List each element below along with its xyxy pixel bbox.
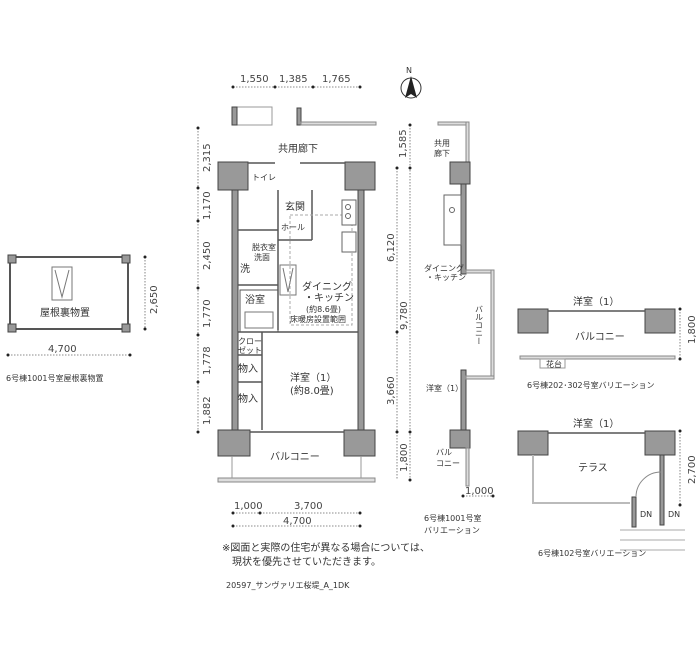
room-label-balcony-side: バルコニー [475, 305, 484, 345]
room-label-closet-2: ゼット [238, 345, 262, 355]
dim-label: 1,778 [202, 346, 213, 375]
stairs-down-label-2: DN [668, 510, 680, 519]
room-label-washroom: 脱衣室 [252, 242, 276, 252]
variation-caption: 6号棟1001号室 [424, 513, 481, 523]
room-label-toilet: トイレ [252, 173, 276, 182]
dim-label: 1,385 [279, 74, 308, 85]
disclaimer-note: ※図面と実際の住宅が異なる場合については、 [222, 541, 430, 554]
disclaimer-note-2: 現状を優先させていただきます。 [232, 555, 381, 568]
room-label-storage: 物入 [238, 392, 258, 405]
room-label-bath: 浴室 [245, 293, 265, 306]
dim-label: 3,700 [294, 501, 323, 512]
dim-label: 1,170 [202, 191, 213, 220]
dim-label: 2,700 [687, 455, 698, 484]
left-dimensions: 2,315 1,170 2,450 1,770 1,778 1,882 [196, 126, 213, 434]
room-label-dk-2: ・キッチン [304, 292, 354, 304]
room-label-balcony: バルコニー [270, 451, 320, 463]
dim-label: 2,315 [202, 143, 213, 172]
room-label-balcony: バルコニー [575, 331, 625, 343]
stairs-down-label: DN [640, 510, 652, 519]
room-label-balcony: バル [436, 448, 452, 457]
north-label: N [406, 66, 412, 75]
dim-label: 1,770 [202, 299, 213, 328]
room-label-dk: ダイニング [424, 263, 464, 273]
dim-label: 2,650 [149, 285, 160, 314]
variation-202-302: 洋室（1） バルコニー 花台 1,800 6号棟202･302号室バリエーション [517, 295, 698, 390]
room-label-corridor-2: 廊下 [434, 148, 450, 158]
variation-102: 洋室（1） テラス DN DN 2,700 6号棟102号室バリエーション [517, 417, 698, 558]
dim-label: 4,700 [283, 516, 312, 527]
room-label-dk: ダイニング [302, 280, 352, 293]
dim-label: 1,000 [234, 501, 263, 512]
room-label-planter: 花台 [546, 359, 562, 369]
room-label-entrance: 玄関 [285, 200, 305, 213]
top-dimensions: 1,550 1,385 1,765 [231, 74, 362, 89]
room-label-attic: 屋根裏物置 [40, 306, 90, 319]
room-label-washroom-2: 洗面 [254, 252, 270, 262]
dim-label: 1,000 [465, 486, 494, 497]
variation-caption: 6号棟202･302号室バリエーション [527, 380, 654, 390]
room-label-terrace: テラス [578, 462, 608, 474]
room-label-storage: 物入 [238, 362, 258, 375]
dim-label: 1,800 [399, 443, 410, 472]
plan-code: 20597_サンヴァリエ桜堤_A_1DK [226, 580, 350, 590]
north-arrow-icon: N [400, 66, 422, 99]
room-label-western: 洋室（1） [426, 383, 463, 393]
dim-label: 9,780 [399, 301, 410, 330]
room-label-western: 洋室（1） [290, 371, 336, 384]
floor-heating-label: 床暖房設置範囲 [290, 314, 346, 324]
attic-caption: 6号棟1001号室屋根裏物置 [6, 373, 103, 383]
variation-1001: 共用 廊下 ダイニング ・キッチン バルコニー 洋室（1） バル コニー 1,0… [424, 121, 495, 535]
room-label-corridor: 共用廊下 [278, 142, 318, 155]
dim-label: 1,585 [398, 129, 409, 158]
room-label-closet: クロー [238, 337, 262, 346]
right-dimensions: 1,585 6,120 9,780 3,660 1,800 [386, 123, 412, 482]
room-size-western: (約8.0畳) [290, 384, 334, 397]
room-size-dk: (約8.6畳) [306, 304, 341, 314]
dim-label: 6,120 [386, 233, 397, 262]
dim-label: 1,882 [202, 396, 213, 425]
room-label-western: 洋室（1） [573, 417, 619, 430]
room-label-balcony-2: コニー [436, 459, 460, 468]
dim-label: 3,660 [386, 376, 397, 405]
room-label-hall: ホール [281, 223, 305, 232]
bottom-dimensions: 1,000 3,700 4,700 [231, 501, 362, 528]
main-unit: 共用廊下 トイレ 玄関 ホール 脱衣室 洗面 洗 浴室 [217, 142, 376, 483]
attic-plan: 屋根裏物置 2,650 4,700 6号棟1001号室屋根裏物置 [6, 254, 160, 383]
variation-caption: 6号棟102号室バリエーション [538, 548, 646, 558]
dim-label: 1,550 [240, 74, 269, 85]
dim-label: 1,765 [322, 74, 351, 85]
room-label-corridor: 共用 [434, 139, 450, 148]
room-label-laundry: 洗 [240, 263, 250, 275]
variation-caption-2: バリエーション [424, 526, 480, 535]
room-label-dk-2: ・キッチン [426, 273, 466, 282]
dim-label: 4,700 [48, 344, 77, 355]
dim-label: 2,450 [202, 241, 213, 270]
dim-label: 1,800 [687, 315, 698, 344]
room-label-western: 洋室（1） [573, 295, 619, 308]
